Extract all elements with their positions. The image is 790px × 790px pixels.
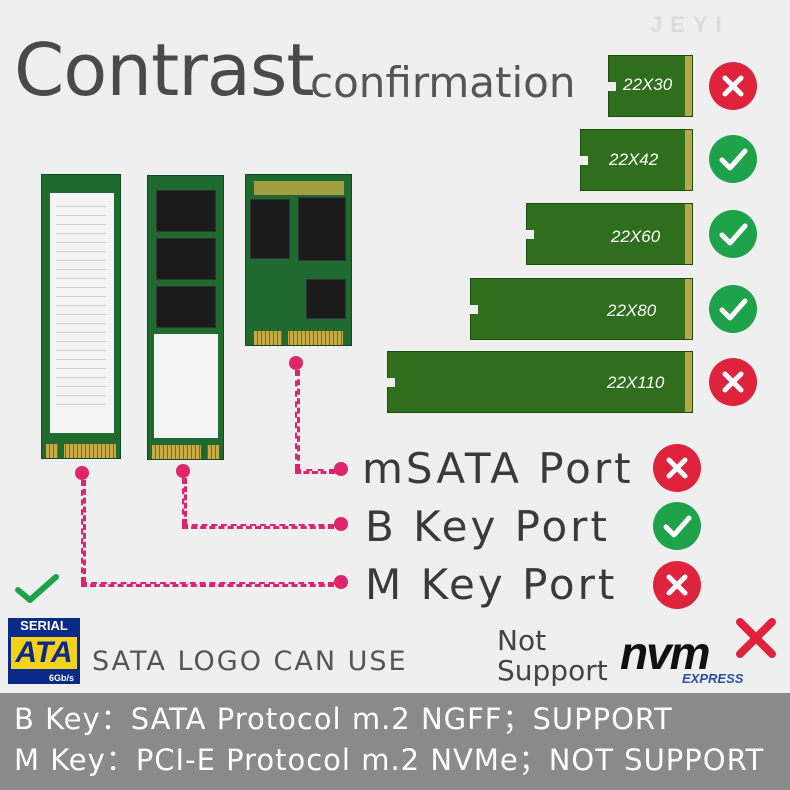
nvme-cross-icon: [732, 614, 780, 662]
sata-logo-top: SERIAL: [8, 618, 80, 634]
m-key-connector-dot: [75, 466, 89, 480]
board-22x30: 22X30: [608, 55, 693, 117]
m-key-port-label: M Key Port: [365, 560, 618, 609]
title-contrast: Contrast: [14, 28, 315, 112]
title-confirmation: confirmation: [310, 58, 576, 107]
size-22x60-supported-icon: [709, 210, 757, 258]
size-22x110-unsupported-icon: [709, 358, 757, 406]
size-22x42-supported-icon: [709, 135, 757, 183]
footer-protocol-box: B Key：SATA Protocol m.2 NGFF；SUPPORT M K…: [0, 693, 790, 790]
b-key-connector-line-h: [182, 524, 334, 529]
b-key-ssd-image: [147, 175, 224, 460]
board-22x42-label: 22X42: [609, 150, 659, 169]
b-key-connector-line-v: [182, 478, 187, 525]
nvme-logo-text: nvm: [620, 627, 711, 679]
board-22x30-label: 22X30: [623, 75, 673, 94]
sata-logo-bottom: 6Gb/s: [8, 672, 80, 684]
sata-logo-mid: ATA: [8, 634, 80, 672]
not-support-line2: Support: [497, 654, 608, 688]
m-key-ssd-image: [41, 174, 121, 459]
not-support-line1: Not: [497, 624, 547, 657]
msata-connector-dot: [289, 356, 303, 370]
msata-port-label: mSATA Port: [362, 444, 634, 493]
board-22x80-label: 22X80: [607, 301, 657, 320]
msata-connector-line-h: [295, 469, 335, 474]
msata-unsupported-icon: [653, 444, 701, 492]
board-22x110: 22X110: [387, 351, 693, 413]
msata-port-dot: [334, 462, 348, 476]
msata-ssd-image: [245, 174, 352, 346]
m-key-port-dot: [334, 575, 348, 589]
sata-logo: SERIAL ATA 6Gb/s: [8, 618, 80, 684]
size-22x30-unsupported-icon: [709, 62, 757, 110]
sata-check-icon: [12, 572, 62, 606]
nvme-logo-sub: EXPRESS: [682, 671, 744, 686]
b-key-connector-dot: [176, 464, 190, 478]
m-key-unsupported-icon: [653, 561, 701, 609]
board-22x60-label: 22X60: [611, 227, 661, 246]
brand-watermark: JEYI: [650, 12, 730, 37]
board-22x60: 22X60: [526, 203, 693, 265]
footer-line-m-key: M Key：PCI-E Protocol m.2 NVMe；NOT SUPPOR…: [14, 743, 765, 777]
board-22x110-label: 22X110: [607, 373, 665, 392]
size-22x80-supported-icon: [709, 285, 757, 333]
msata-connector-line-v: [295, 370, 300, 470]
m-key-connector-line-v: [81, 480, 86, 583]
b-key-port-dot: [334, 517, 348, 531]
nvme-logo: nvm EXPRESS: [620, 618, 784, 690]
sata-logo-text: SATA LOGO CAN USE: [92, 646, 408, 677]
b-key-port-label: B Key Port: [365, 502, 610, 551]
board-22x42: 22X42: [580, 129, 693, 191]
board-22x80: 22X80: [470, 278, 693, 340]
b-key-supported-icon: [653, 502, 701, 550]
not-support-text: Not Support: [497, 624, 608, 688]
m-key-connector-line-h: [81, 582, 334, 587]
footer-line-b-key: B Key：SATA Protocol m.2 NGFF；SUPPORT: [14, 702, 673, 736]
